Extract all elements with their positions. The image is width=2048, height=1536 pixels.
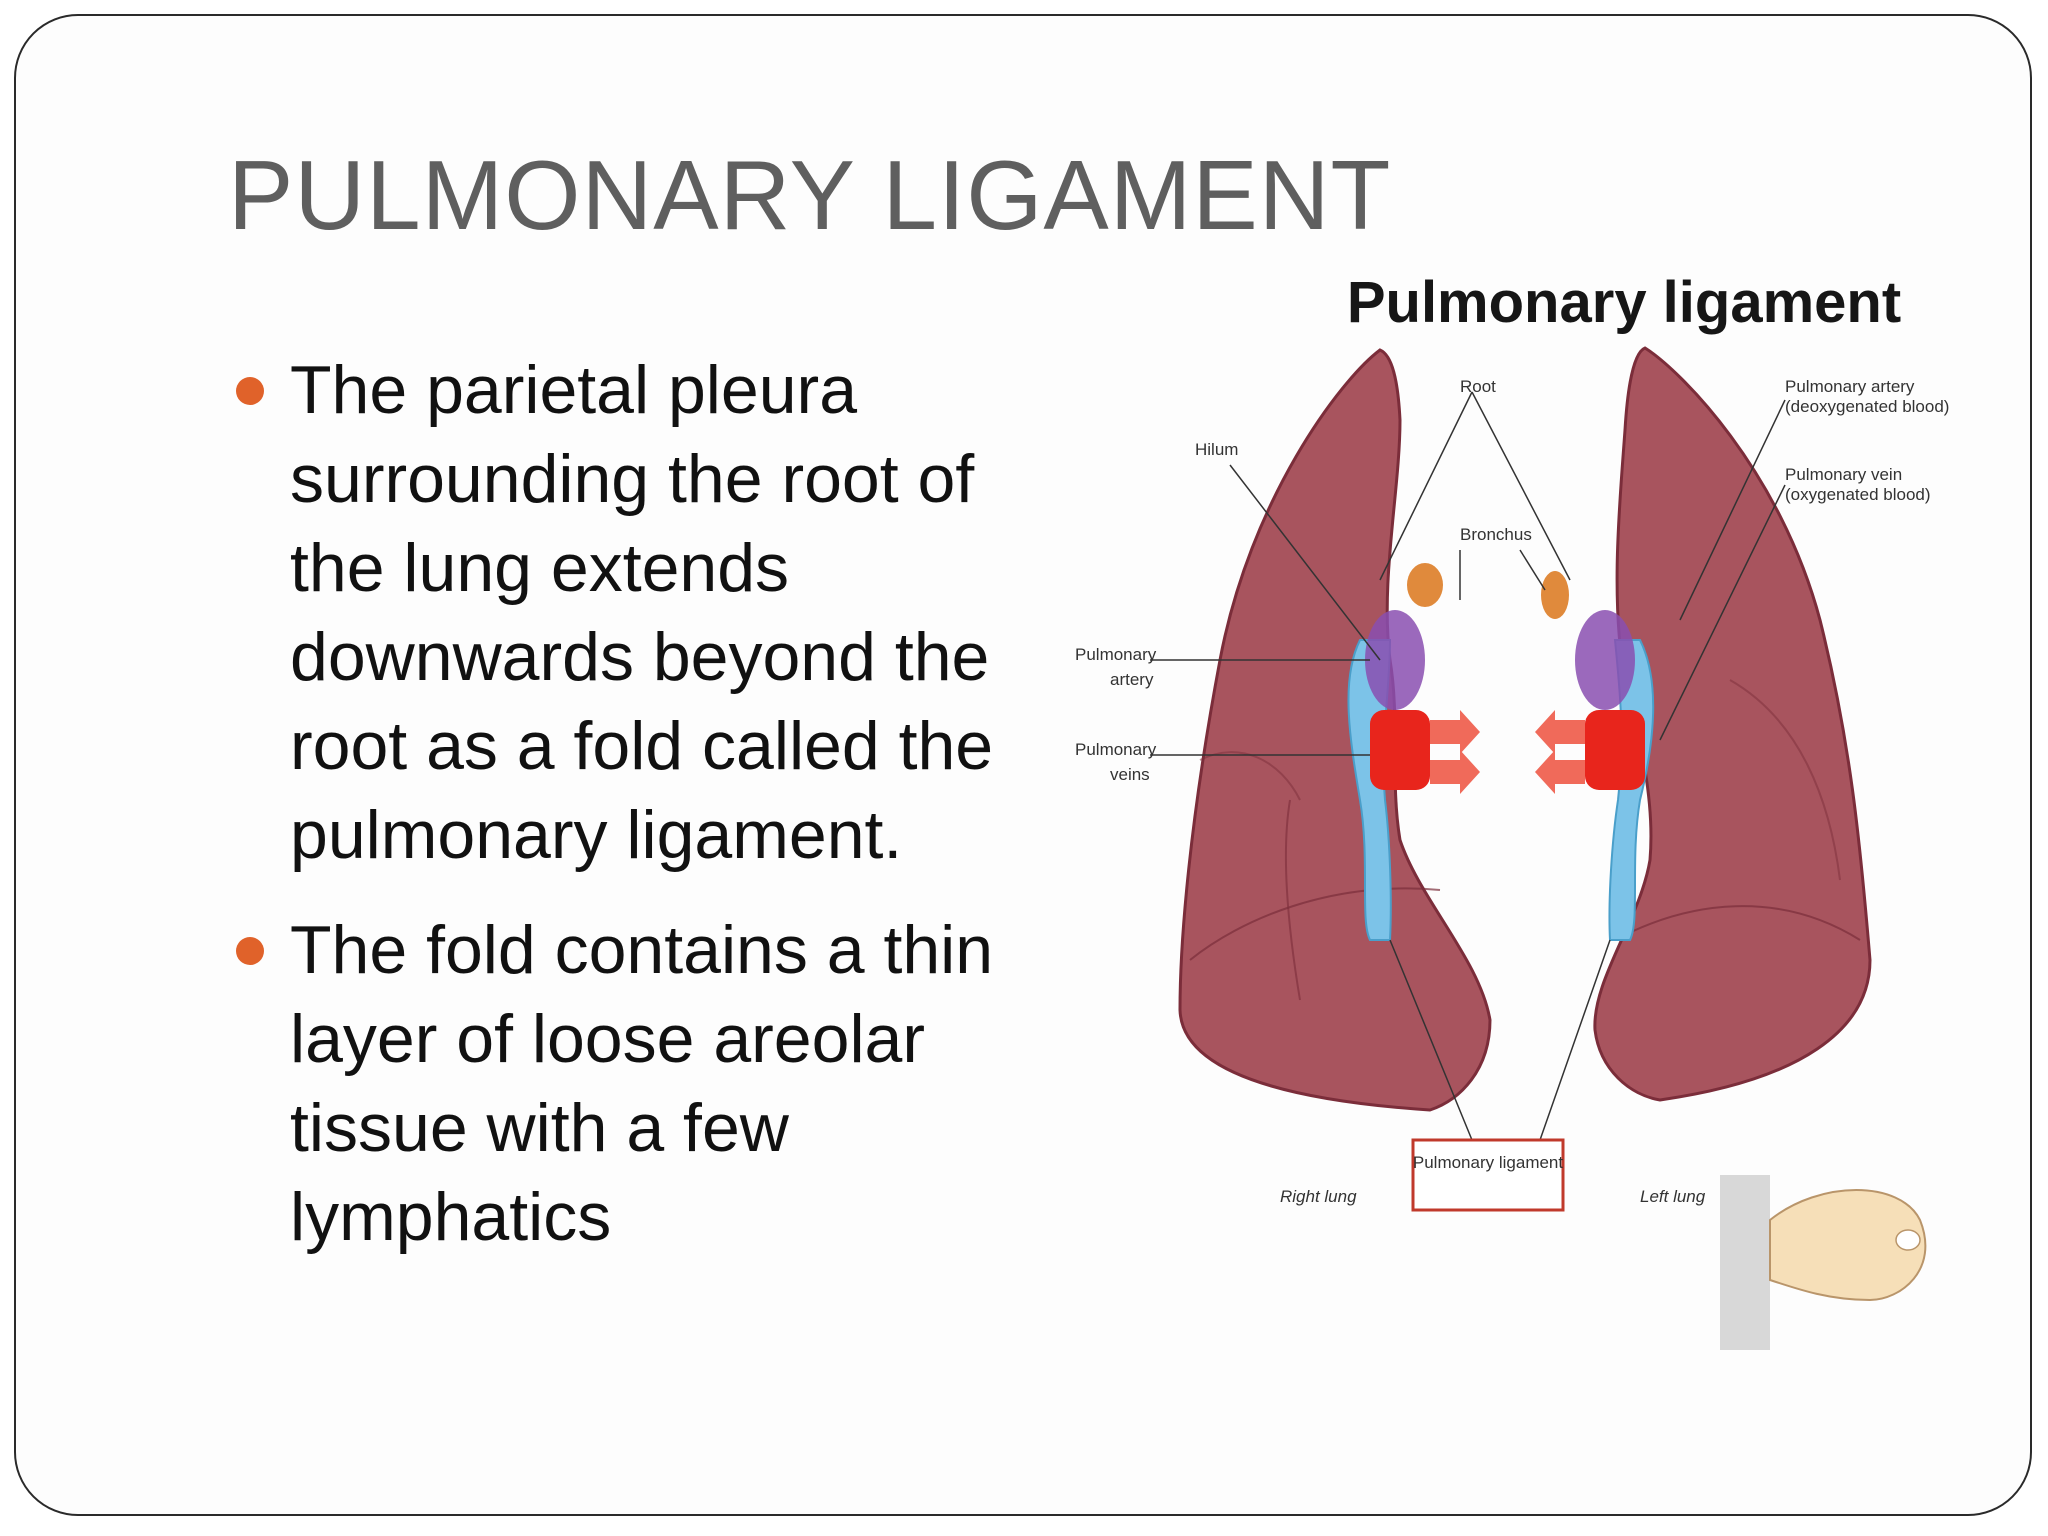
label-hilum: Hilum <box>1195 440 1238 459</box>
bullet-item: The parietal pleura surrounding the root… <box>228 346 1028 880</box>
label-pulmonary-vein-note: (oxygenated blood) <box>1785 485 1931 504</box>
leader-lines <box>1150 391 1786 1141</box>
bullet-dot-icon <box>236 377 264 405</box>
bullet-item: The fold contains a thin layer of loose … <box>228 906 1028 1262</box>
bullet-text: The fold contains a thin layer of loose … <box>290 912 994 1255</box>
label-right-lung: Right lung <box>1280 1187 1357 1206</box>
bullet-dot-icon <box>236 937 264 965</box>
left-hilum <box>1535 571 1655 941</box>
right-hilum <box>1347 563 1480 941</box>
label-pulmonary-vein: Pulmonary vein <box>1785 465 1902 484</box>
bullet-text: The parietal pleura surrounding the root… <box>290 352 994 873</box>
hand-icon <box>1720 1175 1927 1350</box>
label-left-pulmonary-veins: Pulmonary <box>1075 740 1157 759</box>
label-pulmonary-artery: Pulmonary artery <box>1785 377 1915 396</box>
slide: PULMONARY LIGAMENT The parietal pleura s… <box>14 14 2032 1516</box>
label-left-pulmonary-artery: Pulmonary <box>1075 645 1157 664</box>
figure-title: Pulmonary ligament <box>1347 270 1901 335</box>
label-left-pulmonary-artery-2: artery <box>1110 670 1154 689</box>
ligament-box <box>1411 1138 1565 1212</box>
lung-diagram: Pulmonary ligament <box>1075 270 1949 1350</box>
left-lung-shape <box>1593 346 1872 1102</box>
label-left-lung: Left lung <box>1640 1187 1706 1206</box>
ligament-box-label: Pulmonary ligament <box>1413 1153 1564 1172</box>
bullet-list: The parietal pleura surrounding the root… <box>228 346 1028 1288</box>
label-left-pulmonary-veins-2: veins <box>1110 765 1150 784</box>
slide-title: PULMONARY LIGAMENT <box>228 140 1392 250</box>
label-pulmonary-artery-note: (deoxygenated blood) <box>1785 397 1949 416</box>
label-root: Root <box>1460 377 1496 396</box>
label-bronchus: Bronchus <box>1460 525 1532 544</box>
pulmonary-ligament-figure: Pulmonary ligament <box>1040 240 2000 1360</box>
